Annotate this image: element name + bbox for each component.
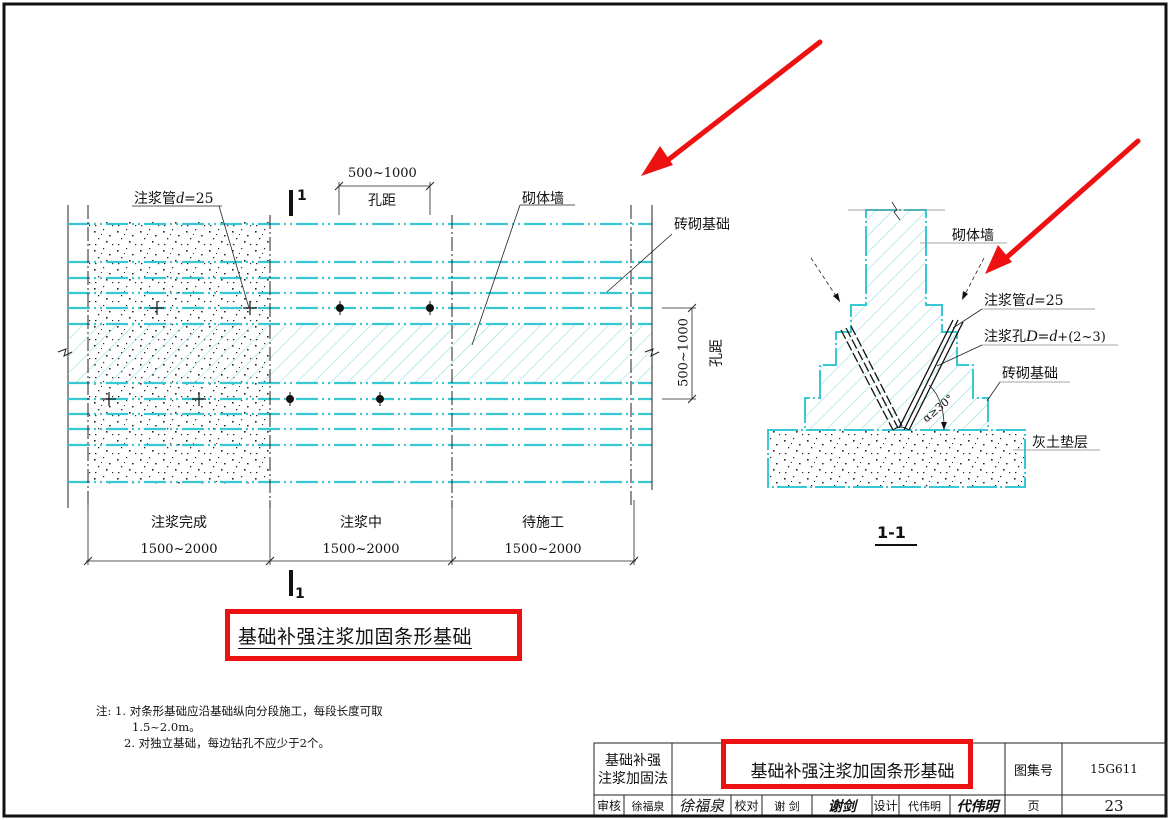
tb-checker-signature: 谢剑 — [828, 798, 856, 815]
tb-page-label: 页 — [1027, 799, 1040, 813]
notes-prefix: 注: — [96, 704, 112, 718]
zone-label-completed: 注浆完成 — [151, 515, 207, 531]
note-line-1: 注: 1. 对条形基础应沿基础纵向分段施工，每段长度可取 — [96, 703, 383, 719]
tb-drawing-title: 基础补强注浆加固条形基础 — [750, 761, 955, 782]
annotation-arrows — [641, 39, 1141, 274]
tb-title-highlight — [721, 739, 973, 789]
plan-foundation-label: 砖砌基础 — [674, 217, 730, 233]
section-hole-var: D — [1026, 328, 1038, 345]
section-pipe-text: 注浆管 — [984, 293, 1026, 309]
zone-dim-pending: 1500~2000 — [504, 542, 582, 557]
wall-band — [68, 324, 652, 383]
section-pipe-value: =25 — [1034, 293, 1064, 309]
tb-atlas-value: 15G611 — [1090, 762, 1138, 776]
section-hole-var2: d — [1049, 328, 1058, 345]
zone-label-pending: 待施工 — [522, 515, 564, 531]
section-hole-text: 注浆孔 — [984, 329, 1026, 345]
tb-page-value: 23 — [1104, 796, 1124, 815]
section-cushion-label: 灰土垫层 — [1032, 435, 1088, 451]
note-line-2: 1.5~2.0m。 — [96, 719, 383, 735]
zone-dim-completed: 1500~2000 — [140, 542, 218, 557]
right-dim-label: 孔距 — [709, 339, 725, 367]
section-pipe-label: 注浆管d=25 — [984, 290, 1064, 310]
tb-category-line2: 注浆加固法 — [598, 771, 668, 787]
plan-title: 基础补强注浆加固条形基础 — [238, 626, 473, 648]
section-title: 1-1 — [877, 523, 906, 542]
section-hole-value: +(2~3) — [1057, 330, 1106, 345]
plan-view — [57, 181, 697, 596]
plan-title-highlight — [225, 609, 522, 661]
section-mark-bottom: 1 — [295, 586, 305, 602]
red-arrow-2 — [1003, 138, 1141, 261]
red-arrow-1 — [665, 39, 823, 163]
pipe-label-var: d — [176, 190, 184, 207]
notes: 注: 1. 对条形基础应沿基础纵向分段施工，每段长度可取 1.5~2.0m。 2… — [96, 703, 383, 751]
note-2: 2. 对独立基础，每边钻孔不应少于2个。 — [124, 736, 330, 750]
tb-category: 基础补强 注浆加固法 — [594, 745, 672, 795]
section-view — [767, 201, 1118, 546]
tb-checker: 谢 剑 — [774, 799, 800, 813]
tb-check-label: 校对 — [734, 799, 759, 813]
hole-spacing-value: 500~1000 — [348, 166, 417, 181]
note-1: 1. 对条形基础应沿基础纵向分段施工，每段长度可取 — [115, 704, 383, 718]
note-line-3: 2. 对独立基础，每边钻孔不应少于2个。 — [96, 735, 383, 751]
tb-reviewer-signature: 徐福泉 — [678, 797, 724, 815]
tb-atlas-label: 图集号 — [1013, 763, 1053, 779]
section-pipe-var: d — [1026, 292, 1034, 309]
note-1-cont: 1.5~2.0m。 — [132, 720, 201, 734]
pipe-label-value: =25 — [184, 191, 214, 207]
tb-designer: 代伟明 — [908, 799, 941, 813]
lime-cushion — [767, 429, 1026, 488]
zone-label-in-progress: 注浆中 — [340, 515, 382, 531]
plan-wall-label: 砌体墙 — [522, 191, 564, 207]
section-foundation-label: 砖砌基础 — [1002, 366, 1058, 382]
tb-reviewer: 徐福泉 — [631, 799, 665, 813]
tb-category-line1: 基础补强 — [605, 753, 661, 769]
section-hole-eq: = — [1037, 329, 1050, 345]
pipe-label-text: 注浆管 — [134, 191, 176, 207]
zone-dim-in-progress: 1500~2000 — [322, 542, 400, 557]
plan-pipe-label: 注浆管d=25 — [134, 188, 214, 208]
section-mark-top: 1 — [297, 188, 307, 204]
right-dim-value: 500~1000 — [676, 318, 692, 387]
tb-review-label: 审核 — [596, 799, 621, 813]
tb-designer-signature: 代伟明 — [956, 798, 999, 815]
section-wall-label: 砌体墙 — [952, 228, 994, 244]
hole-spacing-label: 孔距 — [368, 193, 396, 209]
tb-design-label: 设计 — [873, 799, 898, 813]
section-hole-label: 注浆孔D=d+(2~3) — [984, 326, 1106, 346]
